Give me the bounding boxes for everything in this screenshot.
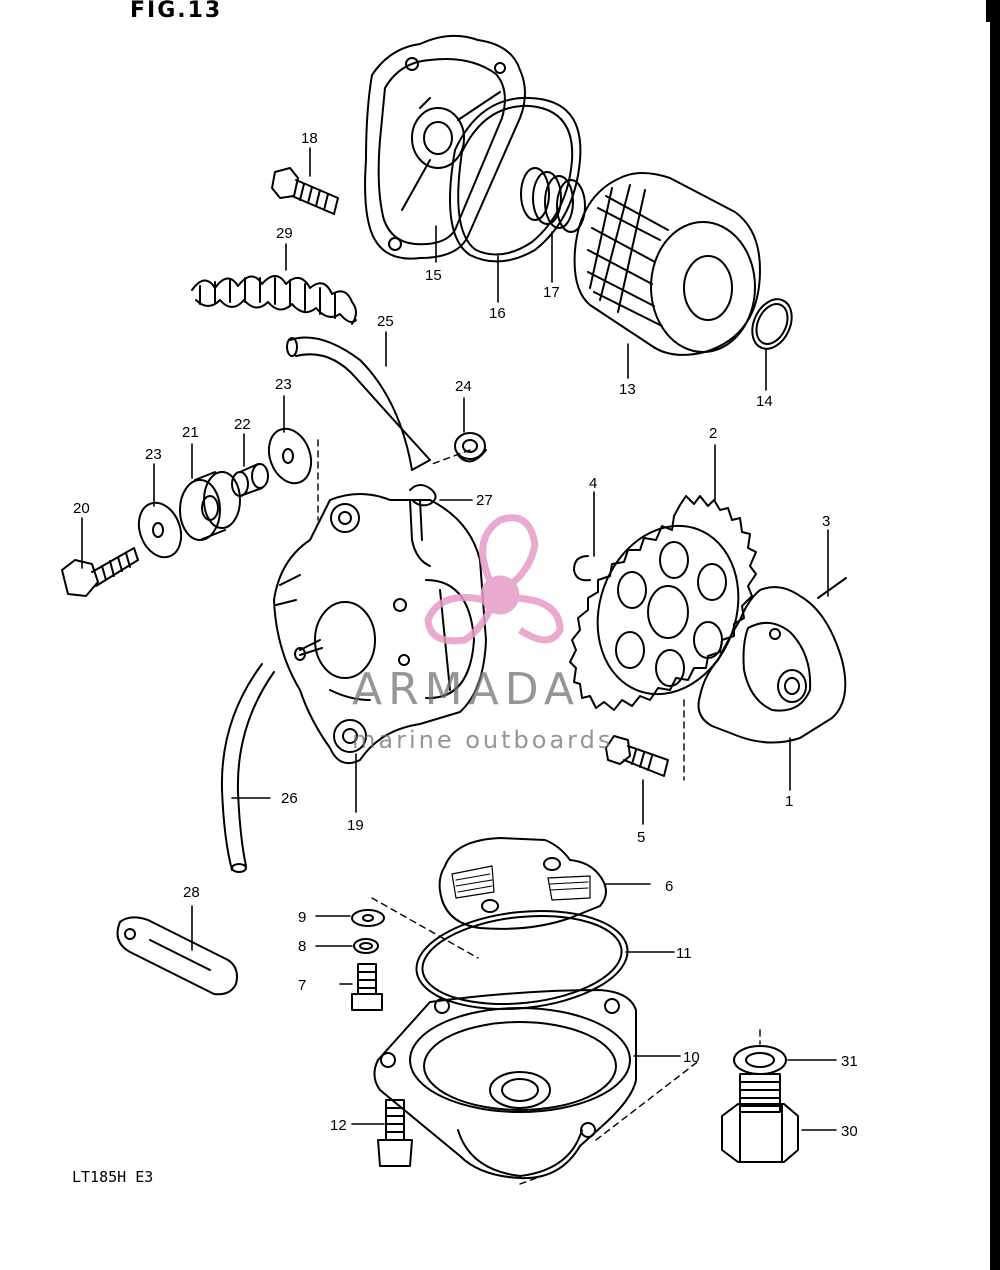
part-21-cushion bbox=[179, 471, 241, 541]
callout-9: 9 bbox=[298, 909, 306, 926]
part-23-washer-upper bbox=[267, 427, 313, 485]
callout-20: 20 bbox=[73, 500, 90, 517]
callout-18: 18 bbox=[301, 130, 318, 147]
part-3-pin bbox=[817, 577, 847, 599]
model-code: LT185H E3 bbox=[72, 1168, 154, 1186]
part-24-damper bbox=[454, 432, 487, 463]
part-9-washer bbox=[351, 909, 385, 927]
callout-15: 15 bbox=[425, 267, 442, 284]
assembly-guide-lines bbox=[317, 439, 761, 1185]
part-23-washer-lower bbox=[137, 501, 183, 559]
part-28-bracket bbox=[116, 916, 238, 996]
callout-22: 22 bbox=[234, 416, 251, 433]
callout-6: 6 bbox=[665, 878, 673, 895]
part-27-clip bbox=[409, 484, 437, 507]
part-10-oil-sump-cover bbox=[373, 989, 637, 1180]
callout-1: 1 bbox=[785, 793, 793, 810]
callout-24: 24 bbox=[455, 378, 472, 395]
part-2-driven-gear bbox=[569, 495, 757, 711]
part-20-bolt bbox=[61, 547, 139, 597]
part-7-strainer-bolt bbox=[351, 963, 383, 1011]
callout-27: 27 bbox=[476, 492, 493, 509]
part-15-filter-cap bbox=[364, 34, 526, 260]
part-16-o-ring bbox=[449, 96, 582, 263]
callout-28: 28 bbox=[183, 884, 200, 901]
part-18-cap-bolt bbox=[271, 167, 339, 215]
part-17-spring bbox=[520, 167, 586, 233]
callout-12: 12 bbox=[330, 1117, 347, 1134]
callout-31: 31 bbox=[841, 1053, 858, 1070]
callout-2: 2 bbox=[709, 425, 717, 442]
callout-3: 3 bbox=[822, 513, 830, 530]
callout-21: 21 bbox=[182, 424, 199, 441]
callout-13: 13 bbox=[619, 381, 636, 398]
part-25-hose bbox=[286, 336, 431, 471]
callout-11: 11 bbox=[676, 945, 692, 962]
callout-10: 10 bbox=[683, 1049, 700, 1066]
callout-5: 5 bbox=[637, 829, 645, 846]
part-8-lock-washer bbox=[353, 938, 379, 954]
callout-26: 26 bbox=[281, 790, 298, 807]
part-14-o-ring bbox=[751, 298, 793, 350]
callout-7: 7 bbox=[298, 977, 306, 994]
part-11-o-ring bbox=[415, 909, 629, 1011]
callout-19: 19 bbox=[347, 817, 364, 834]
part-29-spring-protector bbox=[191, 275, 357, 325]
part-6-oil-strainer bbox=[438, 837, 607, 930]
page-border-notch bbox=[986, 0, 990, 22]
figure-title: FIG.13 bbox=[130, 0, 223, 23]
part-1-oil-pump-body bbox=[697, 586, 847, 744]
part-12-cover-bolt bbox=[377, 1099, 413, 1167]
part-4-circlip bbox=[573, 555, 591, 582]
part-26-hose bbox=[220, 663, 275, 873]
callout-25: 25 bbox=[377, 313, 394, 330]
part-13-oil-filter bbox=[573, 172, 761, 356]
callout-16: 16 bbox=[489, 305, 506, 322]
leader-lines bbox=[81, 147, 837, 1131]
part-30-drain-plug bbox=[721, 1073, 799, 1163]
part-5-pump-mounting-bolt bbox=[605, 735, 669, 777]
callout-23-lower: 23 bbox=[145, 446, 162, 463]
part-19-oil-pump-assembly bbox=[273, 493, 487, 764]
callout-23-upper: 23 bbox=[275, 376, 292, 393]
callout-14: 14 bbox=[756, 393, 773, 410]
page-border bbox=[990, 0, 1000, 1270]
callout-29: 29 bbox=[276, 225, 293, 242]
callout-8: 8 bbox=[298, 938, 306, 955]
callout-4: 4 bbox=[589, 475, 597, 492]
part-31-gasket bbox=[733, 1045, 787, 1075]
callout-17: 17 bbox=[543, 284, 560, 301]
callout-30: 30 bbox=[841, 1123, 858, 1140]
part-22-spacer bbox=[231, 463, 269, 497]
callout-labels: 1 2 3 4 5 6 7 8 9 10 11 12 13 14 15 16 1… bbox=[73, 130, 858, 1140]
